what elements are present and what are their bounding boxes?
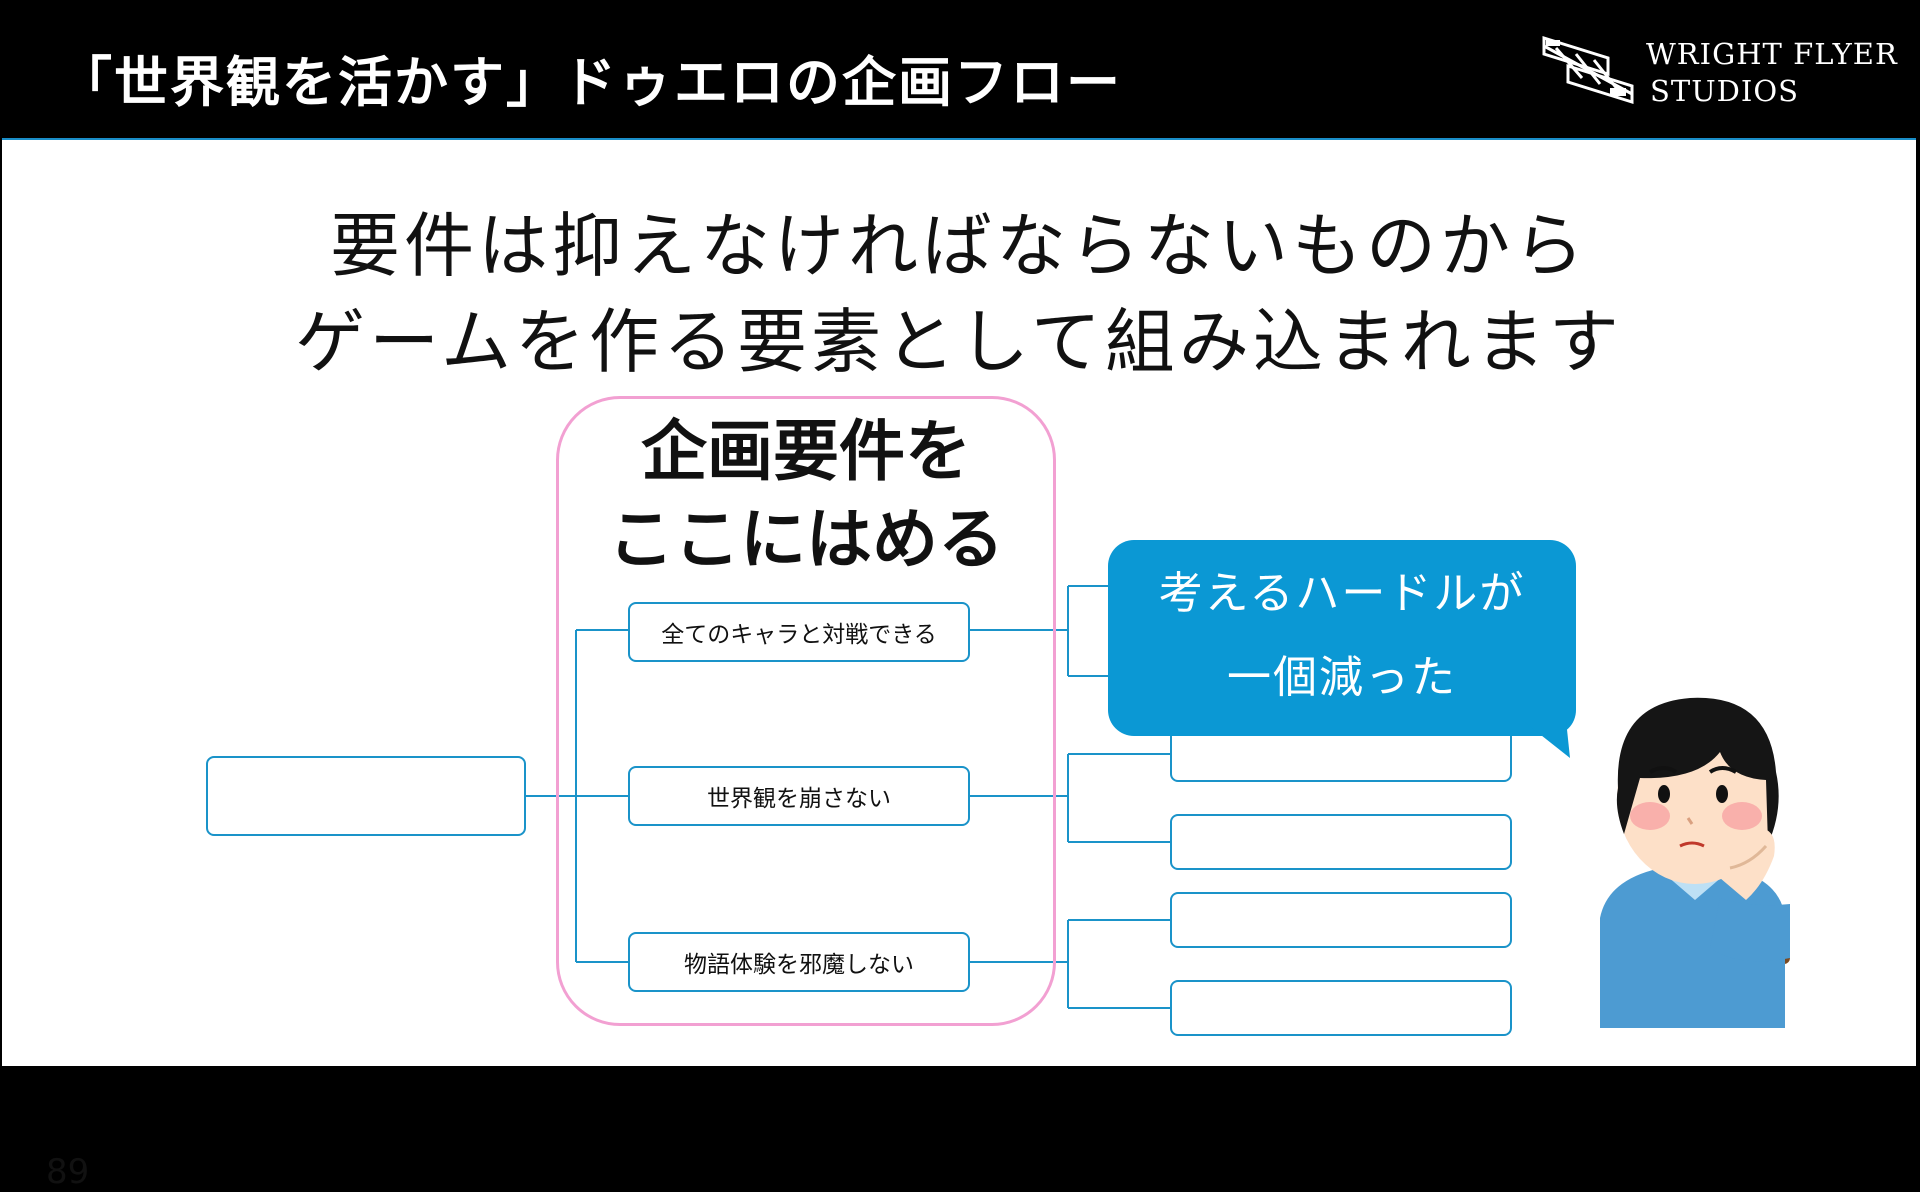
- biplane-logo-icon: [1542, 35, 1634, 105]
- frame-label-line-2: ここにはめる: [608, 501, 1004, 578]
- requirements-frame: [556, 396, 1056, 1026]
- page-number: 89: [46, 1152, 90, 1192]
- leaf-box-4: [1170, 814, 1512, 870]
- frame-label-line-1: 企画要件を: [641, 413, 971, 490]
- wright-flyer-logo: WRIGHT FLYER STUDIOS: [1538, 28, 1897, 108]
- bottom-bar: [0, 1066, 1920, 1080]
- bubble-line-1: 考えるハードルが: [1158, 568, 1526, 619]
- requirement-box-3: 物語体験を邪魔しない: [628, 932, 970, 992]
- slide-title: 「世界観を活かす」ドゥエロの企画フロー: [58, 51, 1122, 114]
- slide-body: 要件は抑えなければならないものから ゲームを作る要素として組み込まれます 全ての…: [2, 138, 1916, 1192]
- bubble-line-2: 一個減った: [1227, 652, 1457, 703]
- requirement-box-2: 世界観を崩さない: [628, 766, 970, 826]
- requirement-box-1: 全てのキャラと対戦できる: [628, 602, 970, 662]
- requirements-frame-label: 企画要件を ここにはめる: [556, 408, 1056, 584]
- logo-line-1: WRIGHT FLYER: [1646, 37, 1898, 71]
- root-box: [206, 756, 526, 836]
- header-bar: 「世界観を活かす」ドゥエロの企画フロー WRIGHT FLYER STUDIOS: [0, 0, 1920, 136]
- speech-bubble-tail: [1522, 720, 1570, 758]
- logo-text: WRIGHT FLYER STUDIOS: [1646, 36, 1898, 110]
- logo-line-2: STUDIOS: [1650, 74, 1799, 108]
- leaf-box-5: [1170, 892, 1512, 948]
- thinking-person-illustration: [1600, 697, 1790, 1028]
- headline-line-1: 要件は抑えなければならないものから: [330, 205, 1588, 287]
- leaf-box-6: [1170, 980, 1512, 1036]
- headline-line-2: ゲームを作る要素として組み込まれます: [295, 301, 1623, 383]
- speech-bubble: 考えるハードルが 一個減った: [1108, 540, 1576, 736]
- headline: 要件は抑えなければならないものから ゲームを作る要素として組み込まれます: [2, 198, 1916, 390]
